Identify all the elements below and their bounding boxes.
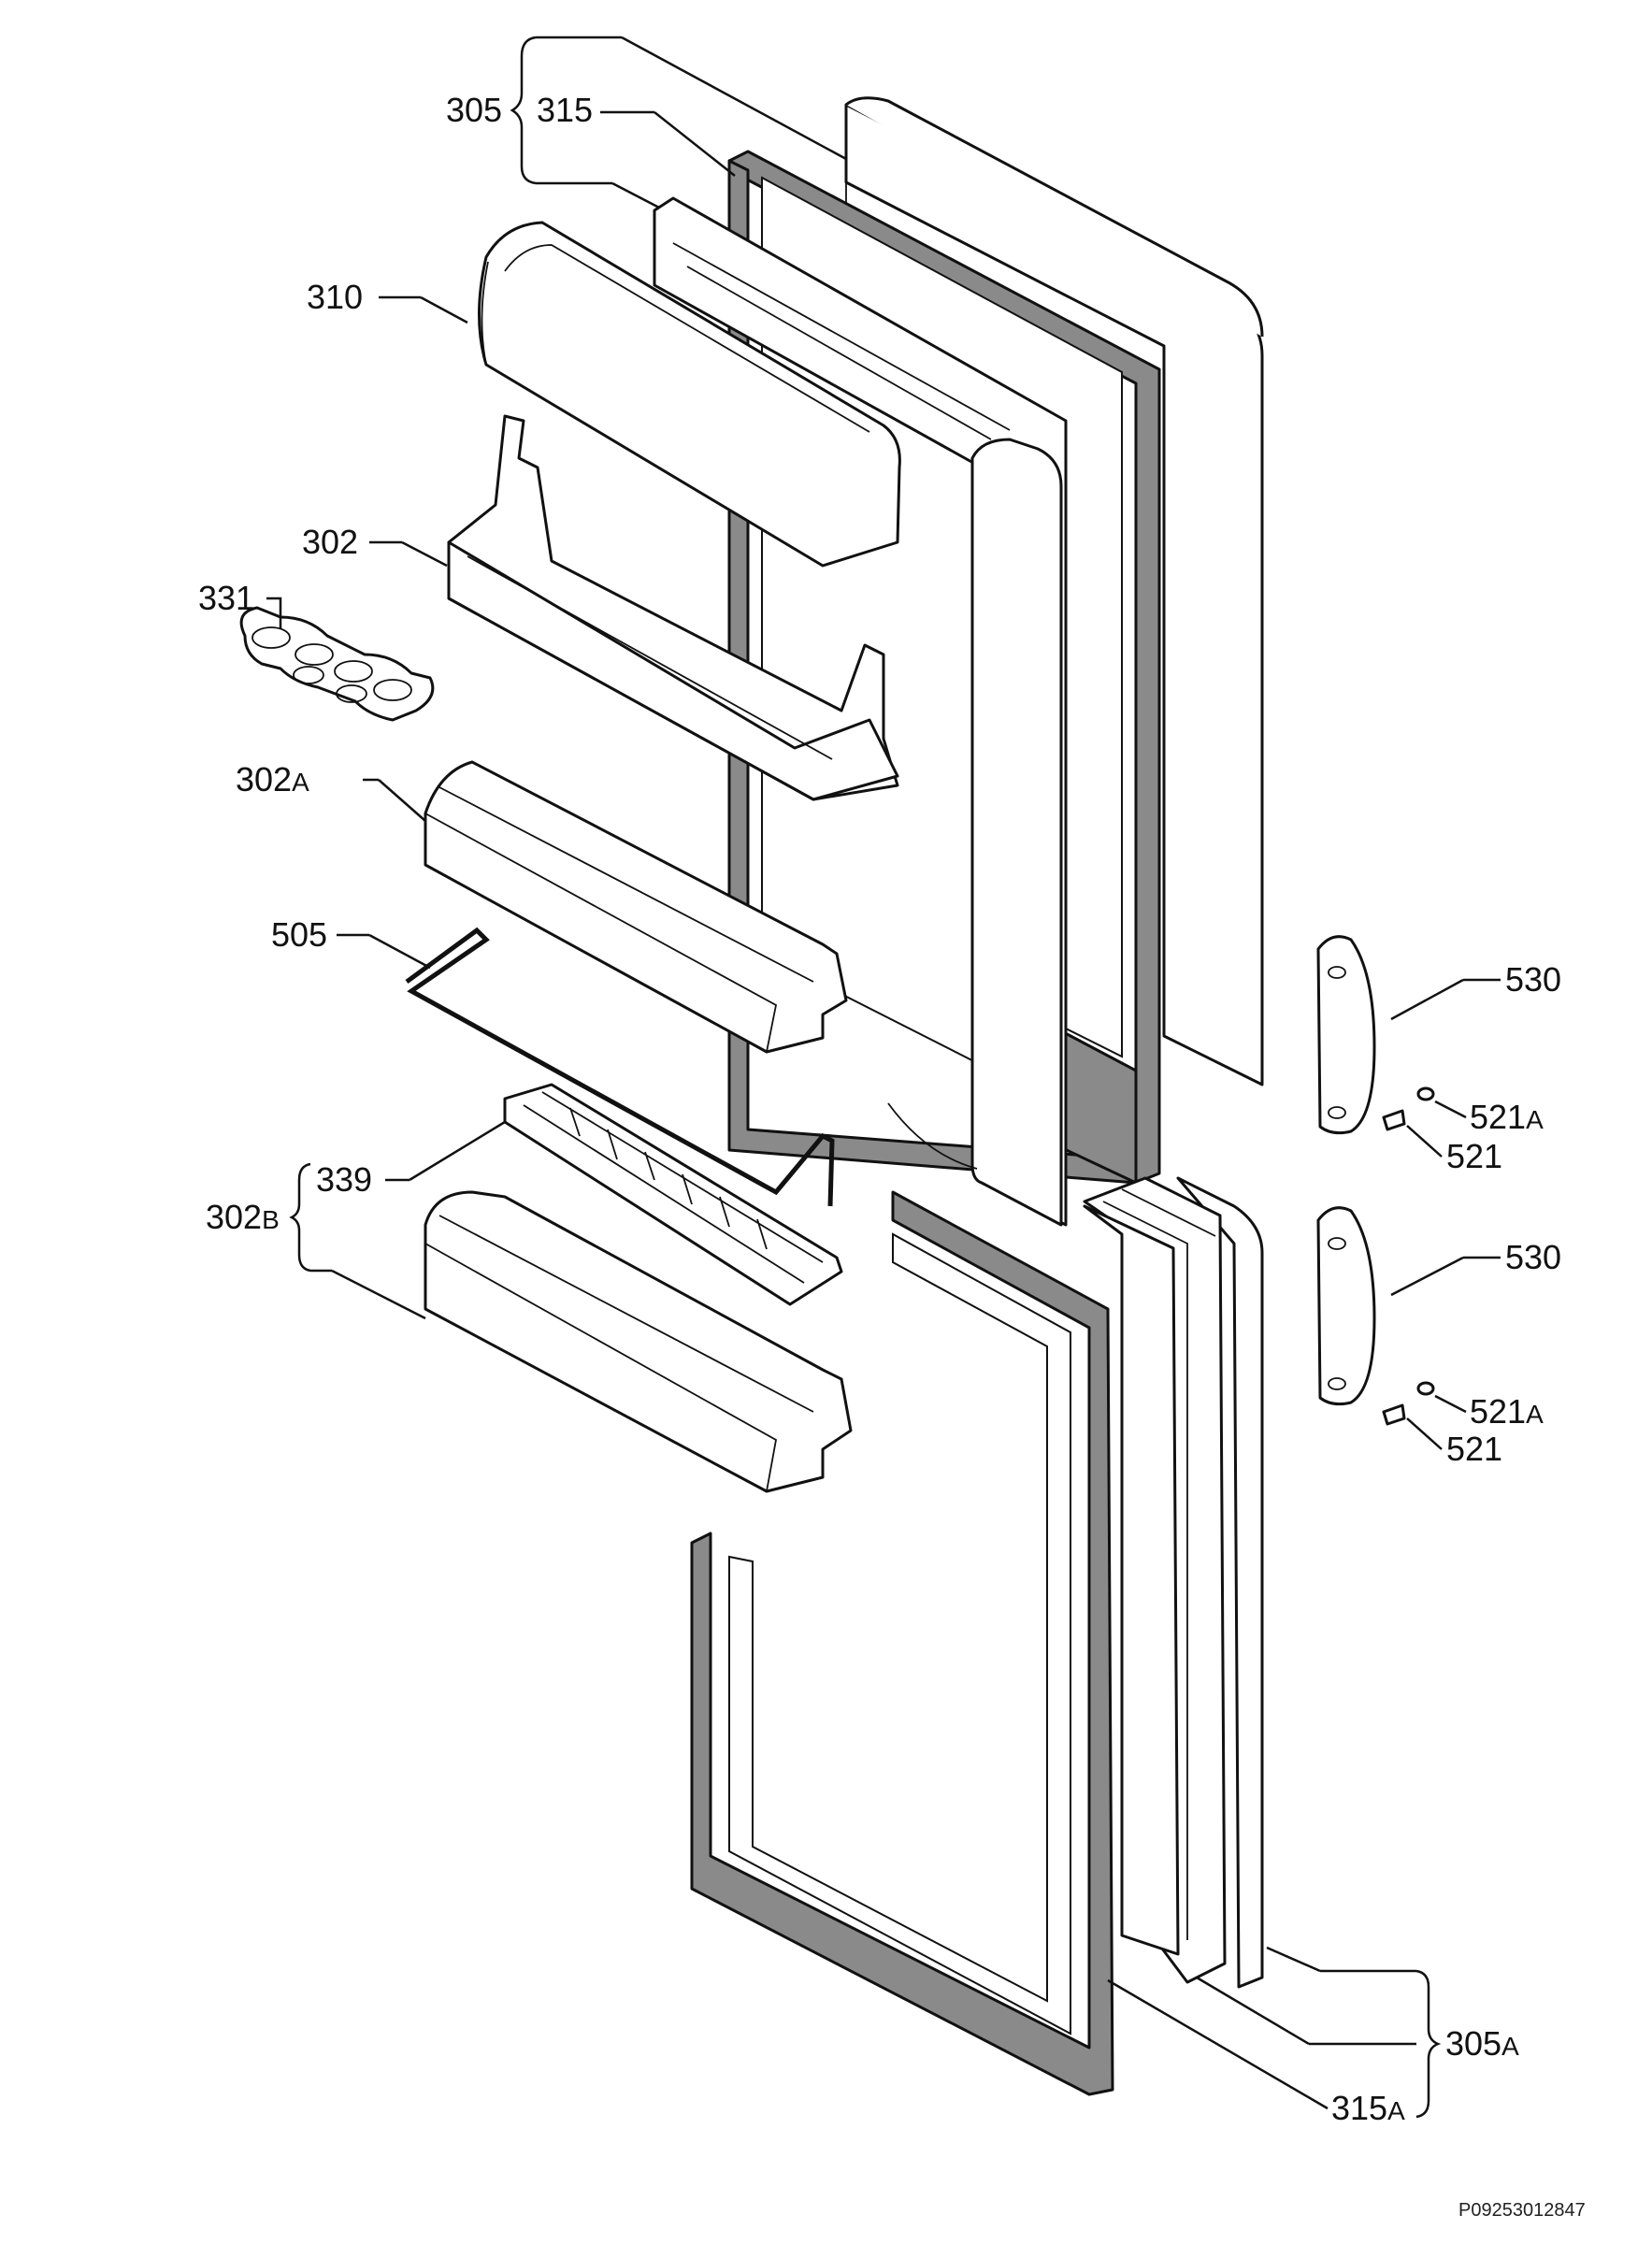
label-521a-bottom: 521A	[1470, 1392, 1544, 1431]
part-302-bin	[447, 414, 899, 801]
label-302a: 302A	[236, 760, 309, 798]
part-310-cover	[478, 221, 901, 568]
label-521a-top: 521A	[1470, 1098, 1544, 1136]
label-302: 302	[302, 523, 358, 561]
label-302b: 302B	[206, 1198, 280, 1236]
drawing-code: P09253012847	[1458, 2200, 1586, 2221]
part-521-screws	[1382, 1086, 1435, 1426]
part-339-grill	[503, 1083, 843, 1306]
label-310: 310	[307, 278, 363, 316]
label-331: 331	[198, 579, 254, 617]
label-505: 505	[271, 915, 327, 954]
upper-door-liner	[653, 196, 1068, 1227]
label-521-bottom: 521	[1446, 1430, 1502, 1468]
label-521-top: 521	[1446, 1137, 1502, 1175]
label-315a: 315A	[1331, 2089, 1405, 2127]
label-305a: 305A	[1445, 2024, 1519, 2063]
label-530-top: 530	[1505, 960, 1561, 999]
upper-door-panel	[844, 96, 1264, 1086]
part-302a-bin	[424, 760, 848, 1054]
lower-door-liner	[1083, 1204, 1180, 1956]
part-530-handle-top	[1316, 935, 1376, 1135]
part-331-egg-tray	[239, 606, 435, 722]
label-339: 339	[316, 1160, 372, 1199]
lower-door-gasket	[690, 1190, 1114, 2096]
part-302b-bin	[424, 1190, 853, 1493]
part-530-handle-bottom	[1316, 1206, 1376, 1406]
label-315: 315	[537, 91, 593, 129]
label-530-bottom: 530	[1505, 1238, 1561, 1276]
label-305: 305	[446, 91, 502, 129]
part-505-bar	[405, 927, 835, 1207]
